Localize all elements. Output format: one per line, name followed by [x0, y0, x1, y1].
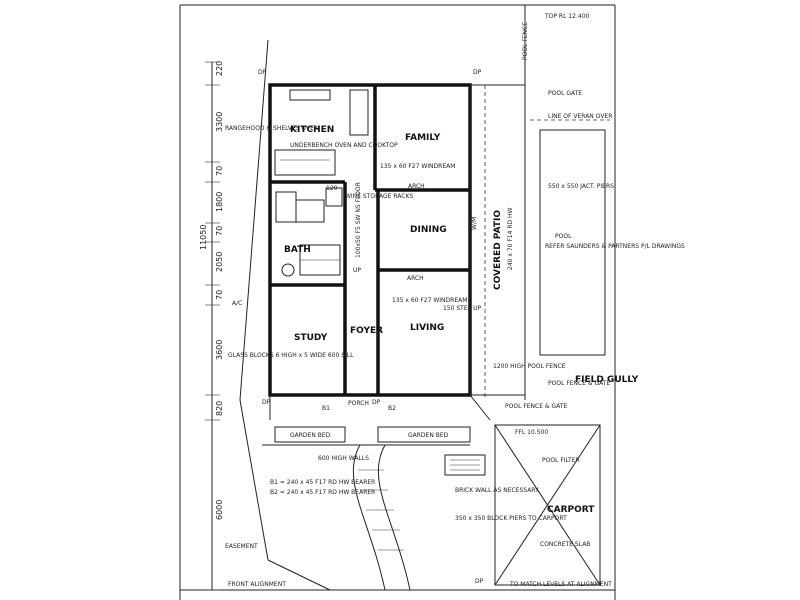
dim-3300: 3300 — [215, 112, 224, 132]
label-glass-blocks: GLASS BLOCKS 6 HIGH x 5 WIDE 600 SILL — [228, 352, 354, 359]
label-pool-gate: POOL GATE — [548, 90, 582, 97]
room-living: LIVING — [410, 323, 444, 333]
label-garden-bed-2: GARDEN BED — [408, 432, 449, 439]
dim-70: 70 — [215, 290, 224, 300]
label-ac: A/C — [232, 300, 242, 307]
dim-220: 220 — [215, 61, 224, 76]
label-pool: POOL — [555, 233, 572, 240]
carport-structure — [444, 424, 601, 586]
label-porch: PORCH — [348, 400, 369, 407]
dim-70: 70 — [215, 166, 224, 176]
dim-6000: 6000 — [215, 500, 224, 520]
room-foyer: FOYER — [350, 326, 383, 336]
label-patio-beam: 240 x 70 F14 RD HW — [507, 207, 514, 270]
room-kitchen: KITCHEN — [290, 125, 334, 135]
bath-fixtures — [275, 187, 343, 277]
label-line-of-verandah: LINE OF VERAN OVER — [548, 113, 612, 120]
label-block-piers: 350 x 350 BLOCK PIERS TO CARPORT — [455, 515, 567, 522]
dim-3600: 3600 — [215, 340, 224, 360]
label-rangehood: RANGEHOOD & SHELVES OVER — [225, 125, 318, 132]
room-bath: BATH — [284, 245, 311, 255]
diagonal-lines — [239, 39, 601, 591]
label-beam-b2: B2 = 240 x 45 F17 RD HW BEARER — [270, 489, 375, 496]
label-up: UP — [353, 267, 361, 274]
label-dining-beam: 100x50 F5 SW NS FLOOR — [355, 182, 362, 258]
label-pool-fence-1200: 1200 HIGH POOL FENCE — [493, 363, 566, 370]
label-wine-storage: WINE STORAGE RACKS — [345, 193, 413, 200]
label-pool-fence-gate: POOL FENCE & GATE — [548, 380, 610, 387]
label-family-beam: 135 x 60 F27 WINDREAM — [380, 163, 455, 170]
label-field-gully: FIELD GULLY — [575, 375, 639, 385]
label-concrete-slab: CONCRETE SLAB — [540, 541, 590, 548]
label-easement: EASEMENT — [225, 543, 258, 550]
label-garden-bed-1: GARDEN BED — [290, 432, 331, 439]
label-arch: ARCH — [408, 183, 425, 190]
label-cooktop: UNDERBENCH OVEN AND COOKTOP — [290, 142, 398, 149]
dim-70: 70 — [215, 226, 224, 236]
label-b1: B1 — [322, 405, 330, 412]
label-dim-120: 120 — [326, 185, 338, 192]
label-match-levels: TO MATCH LEVELS AT ALIGNMENT — [509, 581, 612, 588]
dim-1800: 1800 — [215, 192, 224, 212]
label-pool-builder: REFER SAUNDERS & PARTNERS P/L DRAWINGS — [545, 243, 685, 250]
label-dp: DP — [475, 578, 484, 585]
label-ffl: FFL 10.500 — [515, 429, 548, 436]
label-dp: DP — [258, 69, 267, 76]
label-living-beam: 135 x 60 F27 WINDREAM — [392, 297, 467, 304]
label-brick-wall: BRICK WALL AS NECESSARY — [455, 487, 539, 494]
label-high-walls: 600 HIGH WALLS — [318, 455, 369, 462]
label-living-step: 150 STEP UP — [443, 305, 482, 312]
label-dp: DP — [372, 399, 381, 406]
kitchen-details — [274, 89, 369, 176]
label-top-rl: TOP RL 12.400 — [544, 13, 590, 20]
curved-stairs — [352, 444, 411, 591]
room-covered-patio: COVERED PATIO — [493, 210, 503, 290]
label-pool-piers: 550 x 550 JACT. PIERS — [548, 183, 614, 190]
label-pool-fence-gate-2: POOL FENCE & GATE — [505, 403, 567, 410]
label-wm: W/M — [471, 217, 478, 230]
label-beam-b1: B1 = 240 x 45 F17 RD HW BEARER — [270, 479, 375, 486]
label-arch: ARCH — [407, 275, 424, 282]
label-front-alignment: FRONT ALIGNMENT — [228, 581, 286, 588]
room-carport: CARPORT — [547, 505, 595, 515]
front-garden — [262, 394, 491, 446]
house-walls — [268, 83, 472, 397]
label-b2: B2 — [388, 405, 396, 412]
room-dining: DINING — [410, 225, 447, 235]
property-boundary — [179, 4, 616, 600]
label-dp: DP — [262, 399, 271, 406]
label-pool-filter: POOL FILTER — [542, 457, 580, 464]
label-dp: DP — [473, 69, 482, 76]
dim-overall: 11050 — [199, 225, 208, 250]
label-pool-fence: POOL FENCE — [522, 22, 529, 60]
room-study: STUDY — [294, 333, 328, 343]
dim-820: 820 — [215, 401, 224, 416]
vertical-dimension-string — [205, 61, 220, 591]
patio-and-pool — [469, 5, 610, 400]
dim-2050: 2050 — [215, 252, 224, 272]
room-family: FAMILY — [405, 133, 441, 143]
